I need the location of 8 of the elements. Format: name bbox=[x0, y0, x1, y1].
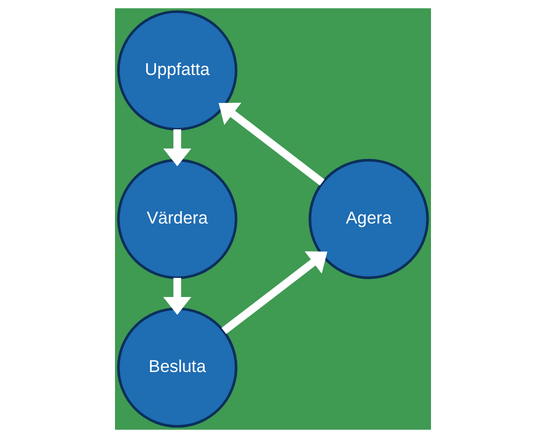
node-circle: Uppfatta bbox=[116, 10, 237, 131]
node-circle: Agera bbox=[308, 158, 428, 280]
arrow bbox=[218, 102, 324, 186]
arrow bbox=[162, 278, 191, 315]
arrow bbox=[221, 251, 327, 334]
node-circle: Värdera bbox=[116, 158, 237, 280]
node-circle: Besluta bbox=[116, 307, 237, 428]
arrow bbox=[162, 129, 191, 166]
